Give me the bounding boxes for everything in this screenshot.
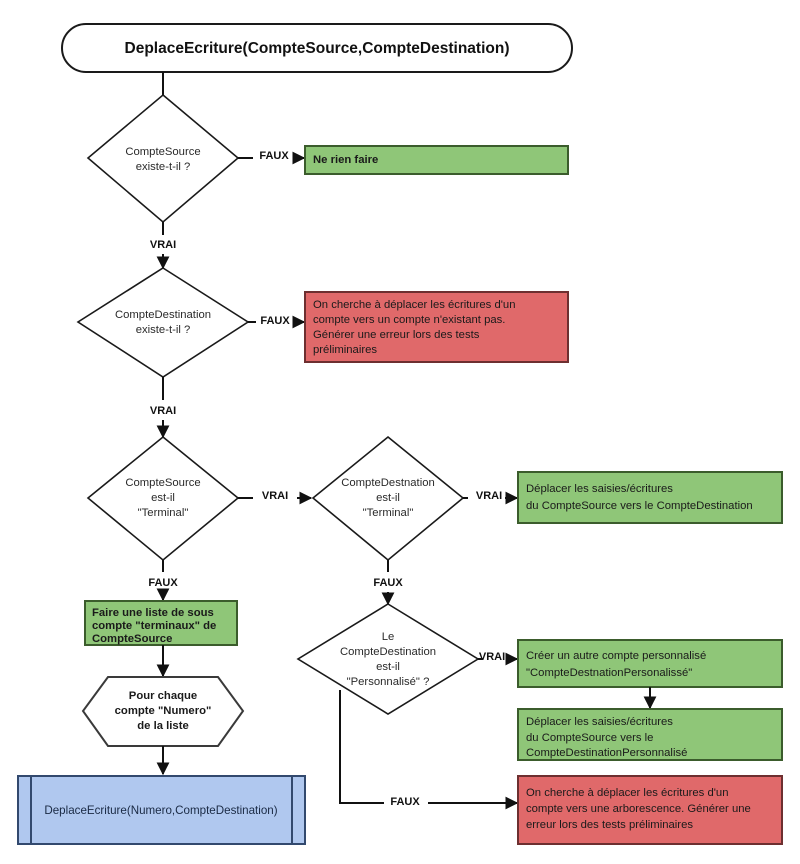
- edge-label-d4-vrai: VRAI: [476, 490, 502, 502]
- node-decision-comptedestination-personnalise[interactable]: Le CompteDestination est-il "Personnalis…: [296, 603, 480, 715]
- start-terminator-label: DeplaceEcriture(CompteSource,CompteDesti…: [125, 40, 510, 57]
- box-liste-line-1: Faire une liste de sous: [92, 607, 214, 619]
- subprocess-label: DeplaceEcriture(Numero,CompteDestination…: [44, 804, 277, 817]
- box-deplacer-perso-line-2: du CompteSource vers le: [526, 732, 653, 744]
- box-erreur-arbo-line-3: erreur lors des tests préliminaires: [526, 819, 693, 831]
- box-erreur-arbo-line-1: On cherche à déplacer les écritures d'un: [526, 787, 728, 799]
- loop-node-line-3: de la liste: [137, 720, 189, 732]
- box-erreur-inexistant-line-1: On cherche à déplacer les écritures d'un: [313, 299, 515, 311]
- decision-3-line-2: est-il: [151, 492, 175, 504]
- edge-label-d2-faux: FAUX: [260, 315, 290, 327]
- box-erreur-inexistant-line-2: compte vers un compte n'existant pas.: [313, 314, 505, 326]
- decision-1-line-2: existe-t-il ?: [136, 161, 191, 173]
- box-deplacer-perso-line-3: CompteDestinationPersonnalisé: [526, 747, 687, 759]
- node-box-liste-sous-comptes[interactable]: Faire une liste de sous compte "terminau…: [84, 600, 238, 646]
- node-box-deplacer-vers-perso[interactable]: Déplacer les saisies/écritures du Compte…: [517, 708, 783, 761]
- box-deplacer-sd-line-1: Déplacer les saisies/écritures: [526, 483, 673, 495]
- node-decision-comptedestnation-terminal[interactable]: CompteDestnation est-il "Terminal": [311, 435, 465, 562]
- decision-5-line-2: CompteDestination: [340, 646, 436, 658]
- edge-label-d5-vrai: VRAI: [479, 651, 505, 663]
- node-decision-comptesource-terminal[interactable]: CompteSource est-il "Terminal": [86, 435, 240, 562]
- edge-label-d3-vrai: VRAI: [262, 490, 288, 502]
- decision-4-line-2: est-il: [376, 492, 400, 504]
- edge-label-d4-faux: FAUX: [373, 577, 403, 589]
- edge-label-d1-vrai: VRAI: [150, 239, 176, 251]
- edge-label-d2-vrai: VRAI: [150, 405, 176, 417]
- node-box-deplacer-source-destination[interactable]: Déplacer les saisies/écritures du Compte…: [517, 471, 783, 524]
- box-liste-line-2: compte "terminaux" de: [92, 620, 216, 632]
- node-start-terminator[interactable]: DeplaceEcriture(CompteSource,CompteDesti…: [61, 23, 573, 73]
- node-subprocess-deplaceecriture[interactable]: DeplaceEcriture(Numero,CompteDestination…: [17, 775, 306, 845]
- node-box-erreur-compte-inexistant[interactable]: On cherche à déplacer les écritures d'un…: [304, 291, 569, 363]
- decision-1-line-1: CompteSource: [125, 146, 200, 158]
- edge-d5-faux-elbow: [339, 690, 384, 804]
- box-erreur-inexistant-line-3: Générer une erreur lors des tests: [313, 329, 480, 341]
- box-deplacer-perso-line-1: Déplacer les saisies/écritures: [526, 716, 673, 728]
- edge-label-d5-faux: FAUX: [390, 796, 420, 808]
- decision-5-line-3: est-il: [376, 661, 400, 673]
- decision-5-line-1: Le: [382, 631, 395, 643]
- loop-node-line-1: Pour chaque: [129, 690, 197, 702]
- decision-3-line-3: "Terminal": [138, 507, 189, 519]
- box-ne-rien-faire-line-1: Ne rien faire: [313, 154, 378, 166]
- edge-label-d1-faux: FAUX: [259, 150, 289, 162]
- decision-2-line-2: existe-t-il ?: [136, 324, 191, 336]
- decision-3-line-1: CompteSource: [125, 477, 200, 489]
- decision-2-line-1: CompteDestination: [115, 309, 211, 321]
- loop-node-line-2: compte "Numero": [115, 705, 212, 717]
- node-box-creer-compte-perso[interactable]: Créer un autre compte personnalisé "Comp…: [517, 639, 783, 688]
- decision-4-line-1: CompteDestnation: [341, 477, 435, 489]
- box-deplacer-sd-line-2: du CompteSource vers le CompteDestinatio…: [526, 500, 753, 512]
- decision-4-line-3: "Terminal": [363, 507, 414, 519]
- box-creer-perso-line-2: "CompteDestnationPersonalissé": [526, 667, 692, 679]
- box-liste-line-3: CompteSource: [92, 633, 172, 645]
- box-erreur-arbo-line-2: compte vers une arborescence. Générer un…: [526, 803, 751, 815]
- edge-label-d3-faux: FAUX: [148, 577, 178, 589]
- node-decision-comptedestination-existe[interactable]: CompteDestination existe-t-il ?: [76, 267, 250, 378]
- box-erreur-inexistant-line-4: préliminaires: [313, 344, 377, 356]
- node-box-erreur-arborescence[interactable]: On cherche à déplacer les écritures d'un…: [517, 775, 783, 845]
- node-box-ne-rien-faire[interactable]: Ne rien faire: [304, 145, 569, 175]
- decision-5-line-4: "Personnalisé" ?: [347, 676, 430, 688]
- box-creer-perso-line-1: Créer un autre compte personnalisé: [526, 650, 706, 662]
- node-loop-pour-chaque[interactable]: Pour chaque compte "Numero" de la liste: [81, 676, 245, 747]
- node-decision-comptesource-existe[interactable]: CompteSource existe-t-il ?: [86, 93, 240, 224]
